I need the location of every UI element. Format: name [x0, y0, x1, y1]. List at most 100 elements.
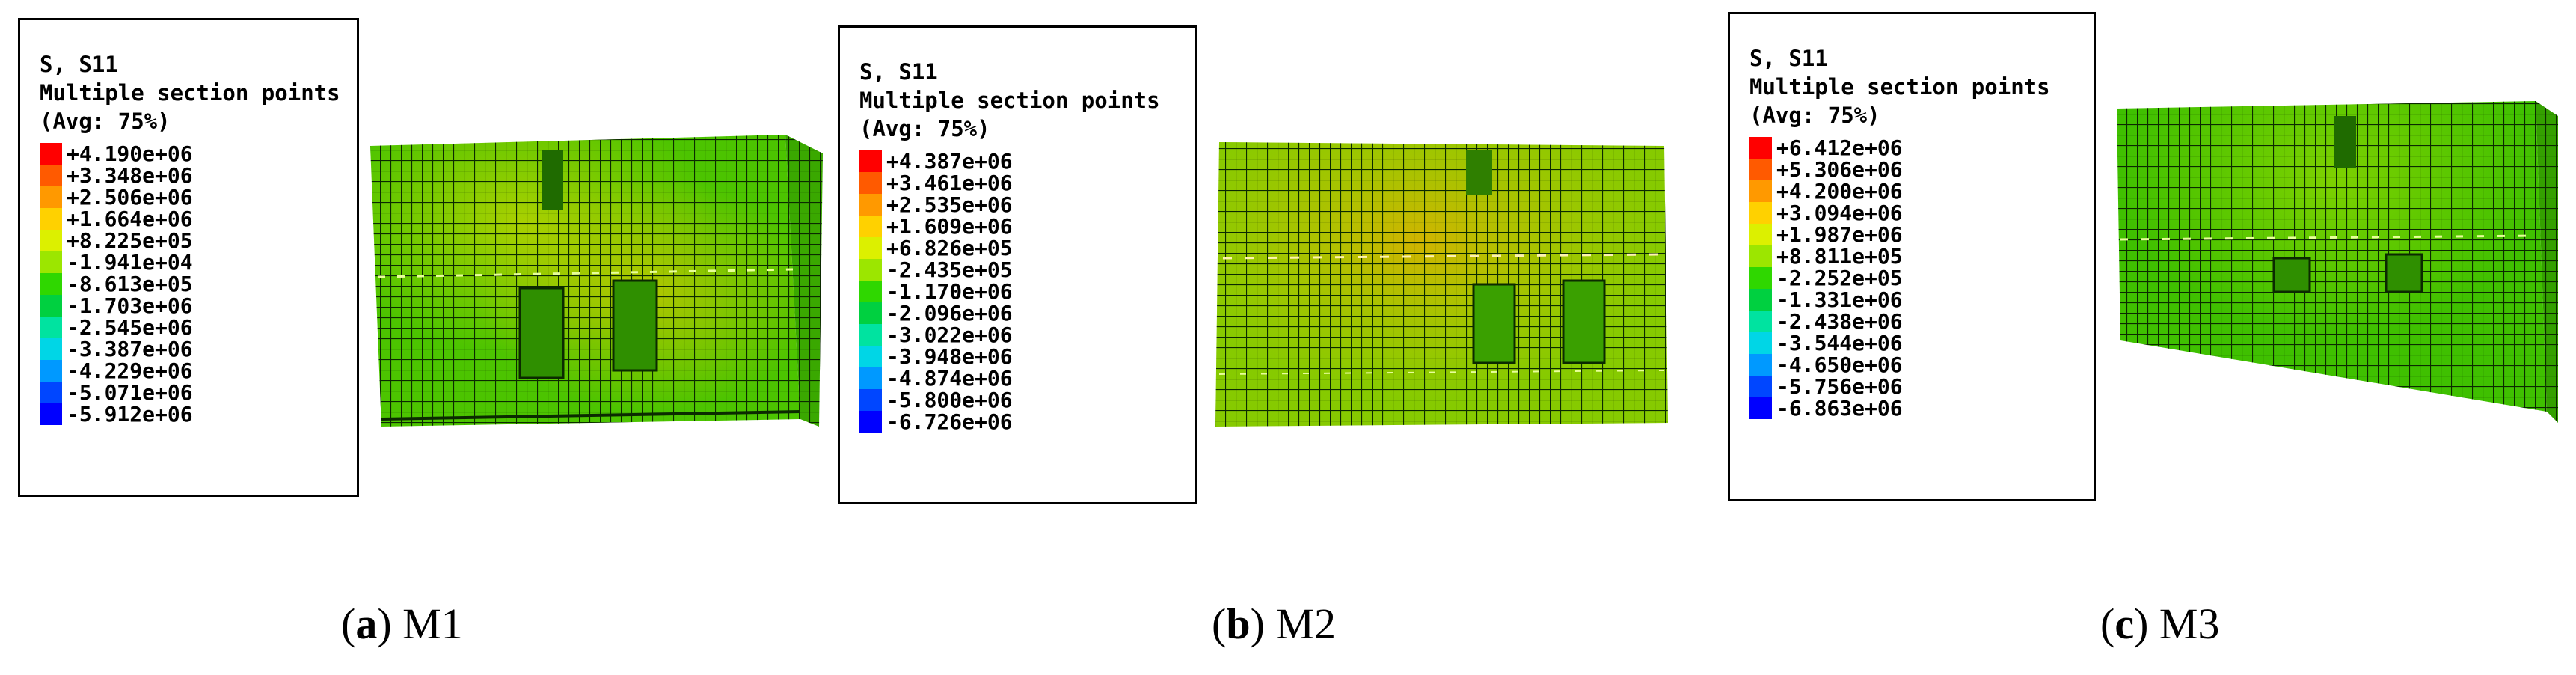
legend-row: +3.094e+06 [1749, 202, 2094, 224]
legend-value: +4.190e+06 [67, 141, 193, 166]
legend-swatch [859, 172, 882, 194]
legend-swatch [40, 360, 62, 382]
legend-row: +6.412e+06 [1749, 137, 2094, 159]
legend-row: -1.331e+06 [1749, 289, 2094, 311]
legend-swatch [1749, 224, 1772, 245]
legend-value: -5.756e+06 [1776, 374, 1903, 399]
legend-row: +2.535e+06 [859, 194, 1195, 216]
legend-row: +2.506e+06 [40, 186, 357, 208]
legend-subtitle: Multiple section points [1749, 74, 2050, 100]
legend-swatch [40, 251, 62, 273]
legend-value: +1.609e+06 [886, 214, 1013, 239]
legend-subtitle: Multiple section points [40, 80, 340, 106]
legend-swatch [40, 165, 62, 186]
legend-swatch [859, 237, 882, 259]
legend-row: -4.229e+06 [40, 360, 357, 382]
legend-swatch [40, 208, 62, 230]
legend-value: -5.912e+06 [67, 402, 193, 427]
legend-row: -6.863e+06 [1749, 397, 2094, 419]
legend-row: -5.071e+06 [40, 382, 357, 403]
legend-value: +2.535e+06 [886, 192, 1013, 217]
legend-swatch [1749, 267, 1772, 289]
legend-swatch [1749, 397, 1772, 419]
legend-swatch [40, 295, 62, 317]
legend-swatch [859, 411, 882, 433]
legend-row: +6.826e+05 [859, 237, 1195, 259]
legend-value: +6.412e+06 [1776, 135, 1903, 160]
legend-row: -4.650e+06 [1749, 354, 2094, 376]
legend-row: +8.811e+05 [1749, 245, 2094, 267]
legend-swatch [1749, 289, 1772, 311]
legend-value: -5.071e+06 [67, 380, 193, 405]
legend-swatch [1749, 311, 1772, 332]
legend-row: +3.348e+06 [40, 165, 357, 186]
legend-swatch [859, 302, 882, 324]
legend-row: -8.613e+05 [40, 273, 357, 295]
legend-value: -1.941e+04 [67, 250, 193, 275]
legend-swatch [859, 346, 882, 367]
legend-swatch [1749, 202, 1772, 224]
legend-row: +1.987e+06 [1749, 224, 2094, 245]
legend-row: -5.912e+06 [40, 403, 357, 425]
legend-row: -2.096e+06 [859, 302, 1195, 324]
legend-value: +6.826e+05 [886, 236, 1013, 260]
legend-swatch [1749, 376, 1772, 397]
caption-m2: (b) M2 [1212, 599, 1336, 648]
legend-swatch [40, 273, 62, 295]
legend-row: -2.435e+05 [859, 259, 1195, 281]
legend-value: +4.387e+06 [886, 149, 1013, 174]
legend-value: -1.331e+06 [1776, 287, 1903, 312]
legend-value: -6.863e+06 [1776, 396, 1903, 421]
legend-value: +3.094e+06 [1776, 201, 1903, 225]
legend-row: -3.948e+06 [859, 346, 1195, 367]
legend-row: -4.874e+06 [859, 367, 1195, 389]
legend-value: -2.096e+06 [886, 301, 1013, 326]
legend-swatch [40, 403, 62, 425]
legend-swatch [1749, 137, 1772, 159]
legend-value: +1.987e+06 [1776, 222, 1903, 247]
legend-row: -6.726e+06 [859, 411, 1195, 433]
caption-m3: (c) M3 [2100, 599, 2220, 648]
legend-row: -5.800e+06 [859, 389, 1195, 411]
legend-value: +3.348e+06 [67, 163, 193, 188]
legend-row: -2.252e+05 [1749, 267, 2094, 289]
legend-value: +3.461e+06 [886, 171, 1013, 195]
legend-value: -5.800e+06 [886, 388, 1013, 412]
legend-value: -1.703e+06 [67, 293, 193, 318]
legend-row: -1.941e+04 [40, 251, 357, 273]
legend-swatch [40, 230, 62, 251]
legend-row: +4.387e+06 [859, 150, 1195, 172]
legend-swatch [40, 186, 62, 208]
stress-contour-model [2117, 101, 2558, 423]
panel-m1: S, S11 Multiple section points (Avg: 75%… [0, 0, 838, 675]
legend-value: -3.387e+06 [67, 337, 193, 361]
legend-value: -1.170e+06 [886, 279, 1013, 304]
caption-m1: (a) M1 [341, 599, 463, 648]
legend-value: -2.252e+05 [1776, 266, 1903, 290]
legend-swatch [859, 324, 882, 346]
stress-legend: S, S11 Multiple section points (Avg: 75%… [18, 18, 359, 497]
legend-swatch [40, 143, 62, 165]
legend-swatch [40, 382, 62, 403]
legend-rows: +4.387e+06+3.461e+06+2.535e+06+1.609e+06… [859, 150, 1195, 433]
legend-row: +3.461e+06 [859, 172, 1195, 194]
legend-row: -3.022e+06 [859, 324, 1195, 346]
legend-swatch [1749, 332, 1772, 354]
legend-value: -3.544e+06 [1776, 331, 1903, 355]
legend-value: +5.306e+06 [1776, 157, 1903, 182]
legend-row: -1.703e+06 [40, 295, 357, 317]
legend-row: -2.438e+06 [1749, 311, 2094, 332]
legend-row: +4.190e+06 [40, 143, 357, 165]
legend-row: +5.306e+06 [1749, 159, 2094, 180]
legend-swatch [1749, 354, 1772, 376]
legend-title: S, S11 [859, 59, 938, 85]
legend-rows: +6.412e+06+5.306e+06+4.200e+06+3.094e+06… [1749, 137, 2094, 419]
legend-swatch [859, 194, 882, 216]
legend-swatch [859, 367, 882, 389]
legend-swatch [859, 259, 882, 281]
stress-contour-model [1215, 142, 1668, 427]
legend-swatch [859, 281, 882, 302]
legend-value: +8.811e+05 [1776, 244, 1903, 269]
legend-title: S, S11 [1749, 46, 1828, 71]
legend-row: +4.200e+06 [1749, 180, 2094, 202]
